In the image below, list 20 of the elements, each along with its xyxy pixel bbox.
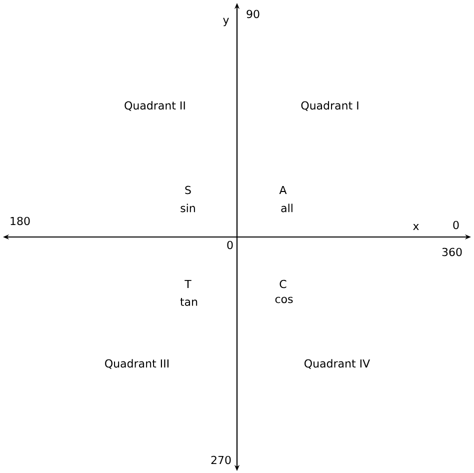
- quadrant-label: Quadrant III: [105, 359, 168, 369]
- quadrant-letter: C: [280, 280, 286, 288]
- quadrant-label: Quadrant IV: [304, 359, 370, 369]
- function-label: all: [281, 204, 292, 212]
- origin-label: 0: [227, 240, 233, 250]
- function-label: sin: [180, 204, 195, 212]
- angle-label: 90: [246, 10, 260, 18]
- quadrant-letter: A: [279, 186, 287, 194]
- angle-label: 360: [442, 248, 462, 256]
- angle-label: 270: [211, 456, 231, 464]
- function-label: tan: [180, 298, 198, 306]
- angle-label: 0: [453, 220, 459, 230]
- axis-label: y: [223, 18, 229, 26]
- function-label: cos: [275, 296, 293, 304]
- quadrant-letter: T: [184, 280, 192, 288]
- quadrant-letter: S: [185, 186, 191, 194]
- quadrant-label: Quadrant II: [124, 101, 185, 111]
- quadrant-label: Quadrant I: [301, 101, 358, 111]
- axis-label: x: [413, 224, 419, 230]
- angle-label: 180: [10, 216, 30, 226]
